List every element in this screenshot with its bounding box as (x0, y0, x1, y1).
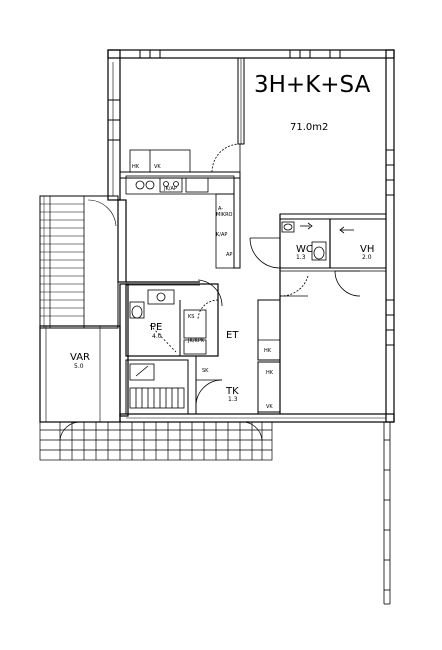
stairs (39, 195, 119, 329)
var-storage (39, 325, 121, 423)
bath-fixtures (129, 289, 207, 409)
wc-fixtures (281, 221, 354, 261)
room-tk-area: 1.3 (228, 396, 238, 403)
room-pe-area: 4.0 (152, 333, 162, 340)
room-wc-area: 1.3 (296, 254, 306, 261)
room-vh-name: VH (360, 244, 374, 255)
fixture-mikro: MIKRO (216, 212, 233, 218)
kitchen-counter (125, 149, 235, 269)
fixture-sk: SK (202, 368, 209, 374)
total-area: 71.0m2 (290, 122, 328, 133)
fence (383, 422, 391, 605)
room-vh-area: 2.0 (362, 254, 372, 261)
fixture-jk-kpk: JK/KPK (187, 338, 205, 344)
outer-walls (107, 49, 395, 423)
fixture-hk-corridor: HK (264, 348, 272, 354)
fixture-vk-top: VK (154, 164, 161, 170)
fixture-astianpesukone: A- (218, 206, 223, 212)
labels: 3H+K+SA 71.0m2 WC 1.3 VH 2.0 PE 4.0 ET T… (70, 72, 374, 410)
room-tk-name: TK (225, 386, 239, 397)
room-wc-name: WC (296, 244, 313, 255)
room-pe-name: PE (150, 322, 162, 333)
room-var-name: VAR (70, 352, 90, 363)
room-var-area: 5.0 (74, 363, 84, 370)
windows (108, 50, 394, 346)
fixture-hk-corridor2: HK (266, 370, 274, 376)
doors (195, 143, 361, 407)
terrace (39, 421, 273, 461)
fixture-kp: K/AP (216, 232, 227, 238)
fixture-ks: KS (188, 314, 194, 320)
fixture-vk-corridor: VK (266, 404, 273, 410)
interior-walls (119, 57, 387, 415)
fixture-jk-ap: JK/AP (163, 186, 177, 192)
fixture-ap: AP (226, 252, 232, 258)
plan-title: 3H+K+SA (254, 72, 371, 98)
room-et-name: ET (226, 330, 239, 341)
fixture-hk-top: HK (132, 164, 140, 170)
